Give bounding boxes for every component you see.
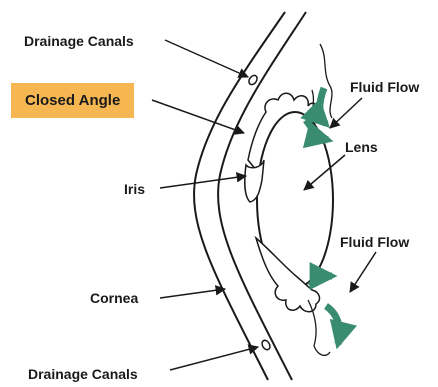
label-drainage-canals-top: Drainage Canals — [24, 34, 134, 48]
leader-fluid-flow-bottom — [350, 252, 376, 292]
leader-fluid-flow-top — [330, 98, 362, 128]
label-drainage-canals-bottom: Drainage Canals — [28, 367, 138, 381]
leader-closed-angle — [152, 100, 244, 133]
drainage-canal-bottom — [260, 339, 271, 351]
label-fluid-flow-bottom: Fluid Flow — [340, 235, 409, 249]
fluid-flow-arrow-bottom-2 — [326, 306, 340, 344]
leader-cornea — [160, 289, 225, 298]
label-cornea: Cornea — [90, 291, 138, 305]
leader-iris — [160, 176, 246, 188]
leader-drainage-bottom — [170, 347, 258, 370]
label-closed-angle: Closed Angle — [11, 83, 134, 118]
label-lens: Lens — [345, 140, 378, 154]
label-iris: Iris — [124, 182, 145, 196]
label-fluid-flow-top: Fluid Flow — [350, 80, 419, 94]
leader-drainage-top — [165, 40, 248, 77]
drainage-canal-top — [247, 74, 258, 86]
fluid-flow-arrow-top-1 — [320, 88, 326, 124]
